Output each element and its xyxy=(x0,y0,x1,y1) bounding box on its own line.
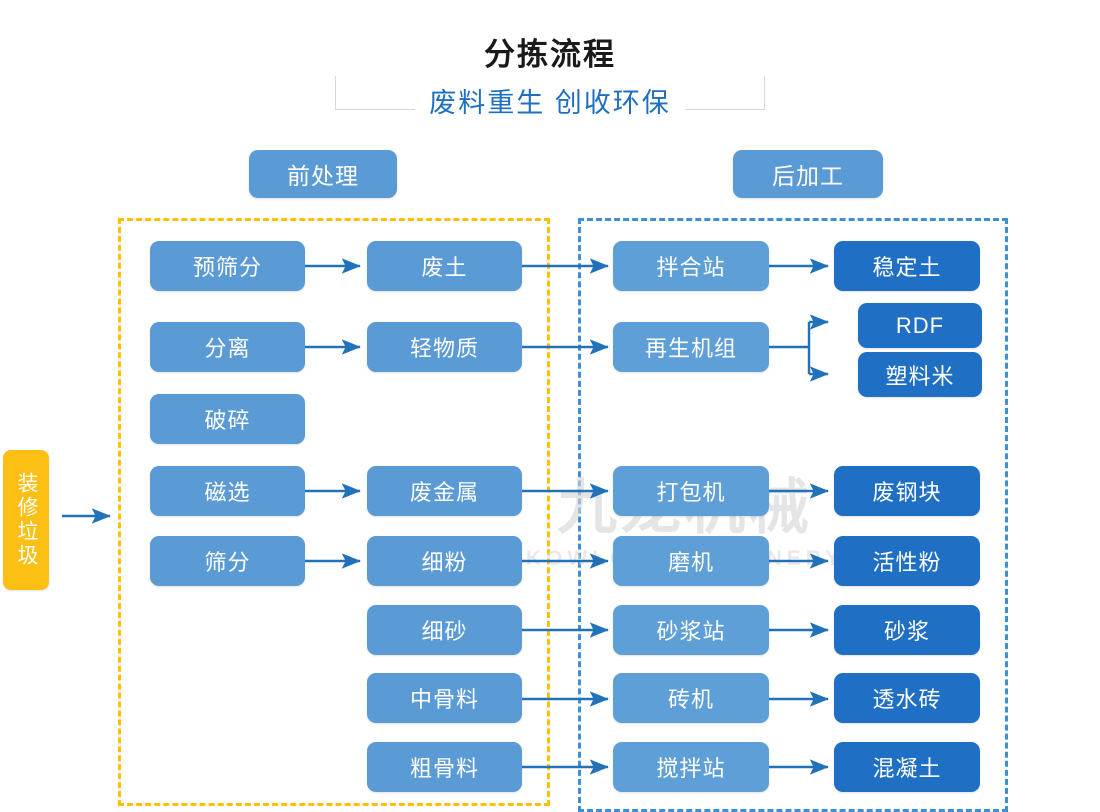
group-frame-pre-processing xyxy=(118,218,550,806)
node-material-3[interactable]: 细粉 xyxy=(367,536,522,586)
node-material-1[interactable]: 轻物质 xyxy=(367,322,522,372)
node-product-5[interactable]: 砂浆 xyxy=(834,605,980,655)
node-material-6[interactable]: 粗骨料 xyxy=(367,742,522,792)
node-machine-0[interactable]: 拌合站 xyxy=(613,241,769,291)
node-product-0[interactable]: 稳定土 xyxy=(834,241,980,291)
node-product-4[interactable]: 活性粉 xyxy=(834,536,980,586)
node-machine-6[interactable]: 搅拌站 xyxy=(613,742,769,792)
node-machine-5[interactable]: 砖机 xyxy=(613,673,769,723)
node-pre-step-0[interactable]: 预筛分 xyxy=(150,241,305,291)
node-machine-2[interactable]: 打包机 xyxy=(613,466,769,516)
node-pre-step-3[interactable]: 磁选 xyxy=(150,466,305,516)
node-material-2[interactable]: 废金属 xyxy=(367,466,522,516)
section-header-pre-processing: 前处理 xyxy=(249,150,397,198)
page-subtitle: 废料重生 创收环保 xyxy=(0,84,1100,122)
node-material-5[interactable]: 中骨料 xyxy=(367,673,522,723)
node-pre-step-4[interactable]: 筛分 xyxy=(150,536,305,586)
node-material-4[interactable]: 细砂 xyxy=(367,605,522,655)
node-product-3[interactable]: 废钢块 xyxy=(834,466,980,516)
node-machine-3[interactable]: 磨机 xyxy=(613,536,769,586)
section-header-post-processing: 后加工 xyxy=(733,150,883,198)
node-pre-step-2[interactable]: 破碎 xyxy=(150,394,305,444)
node-product-2[interactable]: 塑料米 xyxy=(858,352,982,397)
node-product-6[interactable]: 透水砖 xyxy=(834,673,980,723)
input-node-demolition-waste[interactable]: 装修垃圾 xyxy=(3,450,49,590)
page-title-text: 分拣流程 xyxy=(470,34,630,76)
node-pre-step-1[interactable]: 分离 xyxy=(150,322,305,372)
page-title: 分拣流程 xyxy=(0,34,1100,76)
node-machine-1[interactable]: 再生机组 xyxy=(613,322,769,372)
group-frame-post-processing xyxy=(578,218,1008,812)
node-material-0[interactable]: 废土 xyxy=(367,241,522,291)
node-machine-4[interactable]: 砂浆站 xyxy=(613,605,769,655)
node-product-7[interactable]: 混凝土 xyxy=(834,742,980,792)
page-subtitle-text: 废料重生 创收环保 xyxy=(415,84,685,122)
node-product-1[interactable]: RDF xyxy=(858,303,982,348)
